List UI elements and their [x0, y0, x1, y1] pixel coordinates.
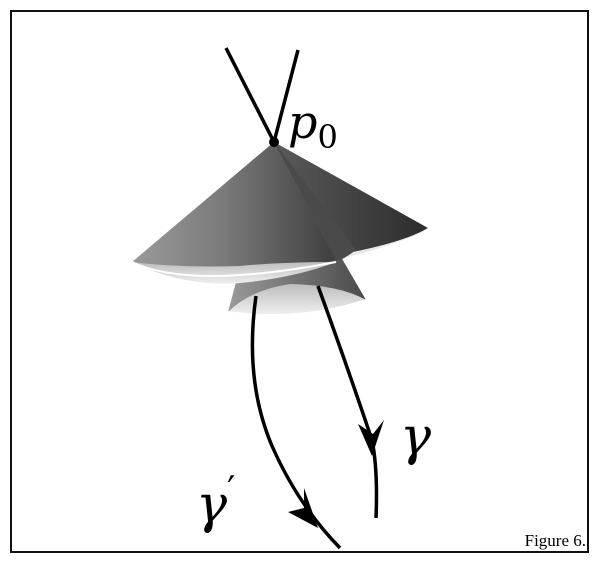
- curve-gamma-arrow: [358, 420, 384, 456]
- upper-cone-line-right: [272, 49, 300, 143]
- label-gamma: γ: [400, 407, 432, 467]
- point-p0: [269, 137, 279, 147]
- cone-main: [131, 142, 356, 284]
- label-p0: p0: [288, 95, 338, 156]
- upper-cone-line-left: [224, 47, 276, 143]
- curve-gamma: [316, 285, 379, 519]
- curve-gamma-prime-arrow: [288, 488, 318, 528]
- figure-frame: [10, 10, 589, 553]
- figure-caption: Figure 6.: [524, 531, 586, 550]
- label-gamma-prime: γ′: [196, 470, 235, 535]
- curve-gamma-prime: [250, 295, 342, 550]
